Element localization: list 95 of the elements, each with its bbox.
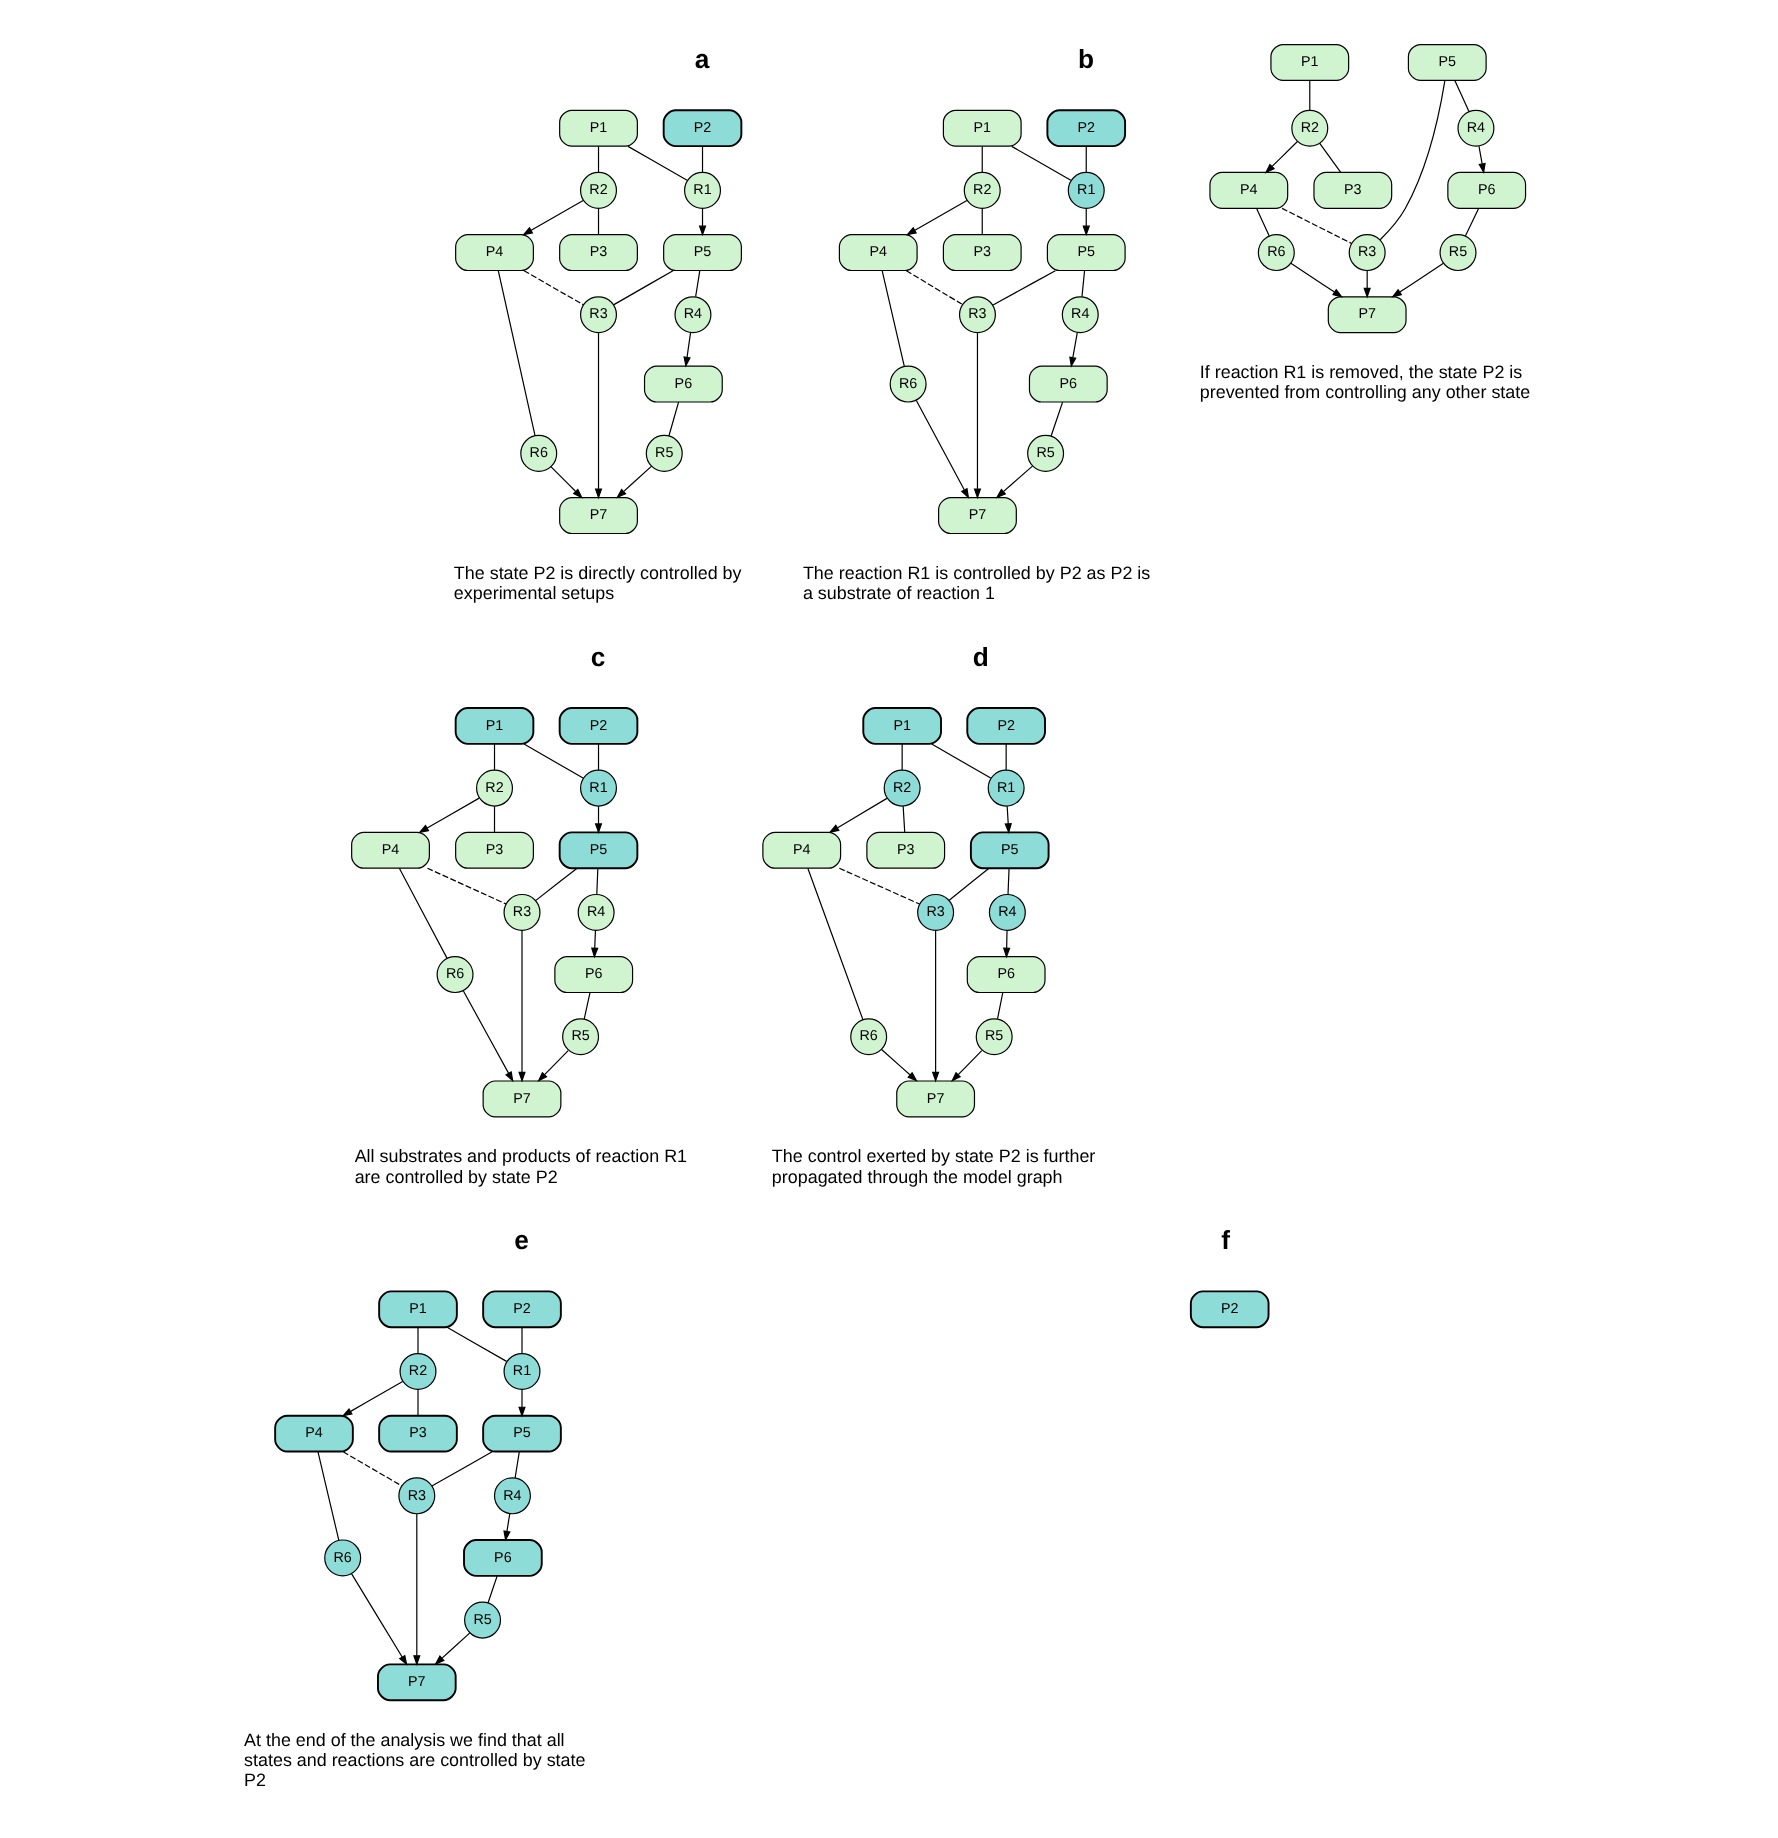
connector bbox=[426, 867, 507, 905]
connector bbox=[613, 270, 674, 306]
connector bbox=[493, 743, 496, 771]
connector bbox=[1011, 145, 1072, 181]
connector bbox=[1319, 142, 1342, 173]
connector bbox=[996, 992, 1004, 1020]
connector bbox=[695, 270, 701, 298]
connector bbox=[1256, 207, 1270, 237]
connector bbox=[668, 401, 680, 437]
connector bbox=[521, 1326, 523, 1355]
arrow bbox=[1069, 331, 1078, 368]
connector bbox=[807, 867, 864, 1021]
label: f bbox=[1221, 1225, 1231, 1256]
connector bbox=[992, 270, 1056, 306]
label: b bbox=[1077, 43, 1094, 74]
connector bbox=[596, 867, 599, 895]
arrow bbox=[350, 1573, 408, 1666]
connector bbox=[1454, 80, 1470, 112]
connector bbox=[1464, 207, 1480, 237]
arrow bbox=[1290, 262, 1344, 298]
arrow bbox=[413, 1513, 421, 1666]
arrow bbox=[1004, 805, 1012, 835]
connector bbox=[1005, 743, 1007, 771]
connector bbox=[535, 867, 578, 902]
arrow bbox=[881, 1048, 918, 1082]
connector bbox=[417, 1389, 419, 1417]
connector bbox=[446, 1326, 508, 1362]
connector bbox=[523, 743, 584, 779]
connector bbox=[597, 207, 600, 236]
connector bbox=[342, 1451, 403, 1487]
connector bbox=[317, 1451, 340, 1541]
connector bbox=[497, 270, 536, 436]
arrow bbox=[418, 797, 480, 834]
connector bbox=[1081, 270, 1086, 298]
connector bbox=[902, 805, 906, 833]
arrow bbox=[591, 930, 599, 959]
label: At the end of the analysis we find that all states and reactions are controlled by state P2 bbox=[244, 1729, 586, 1791]
connector bbox=[583, 992, 591, 1020]
connector bbox=[1379, 80, 1446, 241]
connector bbox=[1007, 867, 1010, 895]
arrow bbox=[1478, 145, 1486, 174]
connector bbox=[597, 743, 600, 771]
connector bbox=[881, 270, 905, 367]
arrow bbox=[995, 465, 1034, 499]
connector bbox=[901, 743, 903, 771]
label: The reaction R1 is controlled by P2 as P2 is a substrate of reaction 1 bbox=[802, 562, 1151, 604]
arrow bbox=[537, 1050, 569, 1083]
arrow bbox=[503, 1513, 511, 1542]
connector bbox=[948, 867, 990, 901]
connector bbox=[701, 145, 704, 173]
connector bbox=[431, 1451, 493, 1487]
connector bbox=[398, 867, 448, 959]
arrow bbox=[550, 466, 583, 499]
arrow bbox=[1391, 262, 1445, 298]
arrow bbox=[518, 930, 526, 1083]
connector bbox=[523, 270, 584, 306]
connector bbox=[838, 867, 921, 905]
arrow bbox=[462, 990, 514, 1083]
connector bbox=[493, 805, 496, 833]
arrow bbox=[1002, 930, 1011, 959]
connector bbox=[627, 145, 688, 181]
connector bbox=[1309, 80, 1311, 111]
arrow bbox=[905, 199, 968, 236]
arrow bbox=[683, 332, 692, 368]
connector bbox=[1050, 401, 1064, 437]
label: a bbox=[694, 43, 710, 74]
connector bbox=[931, 743, 992, 779]
arrow bbox=[522, 199, 584, 236]
label: The control exerted by state P2 is further propagated through the model graph bbox=[771, 1146, 1096, 1187]
connector bbox=[1085, 145, 1087, 173]
label: The state P2 is directly controlled by experimental setups bbox=[453, 562, 742, 604]
arrow bbox=[616, 465, 653, 499]
arrow bbox=[518, 1389, 526, 1418]
label: All substrates and products of reaction R1 are controlled by state P2 bbox=[354, 1146, 688, 1187]
connector bbox=[597, 145, 600, 173]
connector bbox=[981, 207, 983, 236]
label: e bbox=[514, 1225, 529, 1256]
arrow bbox=[594, 332, 603, 500]
arrow bbox=[950, 1050, 983, 1083]
arrow bbox=[434, 1632, 471, 1666]
label: If reaction R1 is removed, the state P2 is prevented from controlling any other state bbox=[1199, 362, 1531, 403]
connector bbox=[417, 1326, 419, 1355]
connector bbox=[981, 145, 983, 173]
label: c bbox=[590, 641, 606, 672]
arrow bbox=[915, 399, 970, 500]
label: d bbox=[972, 641, 989, 672]
connector bbox=[487, 1575, 498, 1604]
connector bbox=[905, 270, 963, 305]
arrow bbox=[828, 797, 888, 834]
connector bbox=[514, 1451, 520, 1479]
arrow bbox=[1264, 140, 1299, 174]
connector bbox=[1281, 207, 1353, 244]
arrow bbox=[973, 332, 982, 500]
arrow bbox=[931, 930, 940, 1083]
arrow bbox=[341, 1380, 404, 1417]
